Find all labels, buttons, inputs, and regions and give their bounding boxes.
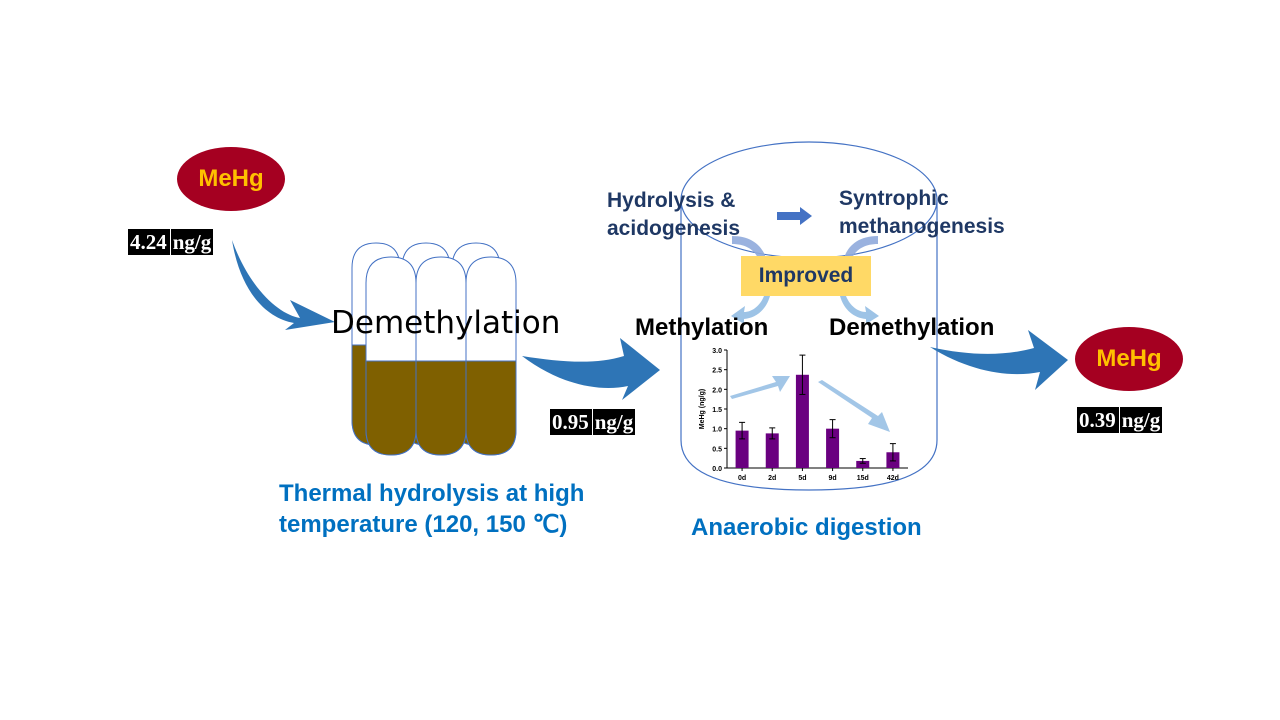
sludge-1 xyxy=(365,360,417,456)
improved-label: Improved xyxy=(758,264,854,287)
mehg-label-start: MeHg xyxy=(198,165,264,192)
flow-arrow-2 xyxy=(522,338,660,400)
stage-arrow xyxy=(777,207,812,225)
stage1-line1: Hydrolysis & xyxy=(607,189,736,212)
y-tick-label: 0.0 xyxy=(712,466,722,473)
stage1-line2: acidogenesis xyxy=(607,217,741,240)
curve-arrow-improved-demethylation xyxy=(840,296,879,324)
hydrolysis-tubes xyxy=(351,242,517,456)
x-tick-label-5d: 5d xyxy=(798,475,806,482)
y-tick-label: 1.0 xyxy=(712,427,722,434)
digester-demethylation-label: Demethylation xyxy=(829,314,995,341)
y-tick-label: 2.5 xyxy=(712,368,722,375)
trend-arrow-down xyxy=(818,380,890,432)
y-axis-label: MeHg (ng/g) xyxy=(699,389,706,429)
conc-unit-thermal: ng/g xyxy=(594,410,634,434)
x-tick-label-42d: 42d xyxy=(887,475,899,482)
mehg-oval-start: MeHg xyxy=(177,147,285,211)
sludge-3 xyxy=(465,360,517,456)
conc-value-start: 4.24 xyxy=(130,230,167,254)
curve-arrow-improved-methylation xyxy=(731,296,770,324)
x-tick-label-9d: 9d xyxy=(828,475,836,482)
y-tick-label: 1.5 xyxy=(712,407,722,414)
conc-value-thermal: 0.95 xyxy=(552,410,589,434)
thermal-caption-line2: temperature (120, 150 ℃) xyxy=(279,511,568,538)
y-tick-label: 2.0 xyxy=(712,387,722,394)
x-tick-label-15d: 15d xyxy=(857,475,869,482)
stage2-line2: methanogenesis xyxy=(839,215,1005,238)
bar-2d xyxy=(765,433,779,468)
conc-unit-end: ng/g xyxy=(1121,408,1161,432)
bar-0d xyxy=(735,430,749,468)
bar-5d xyxy=(795,374,809,468)
y-tick-label: 0.5 xyxy=(712,446,722,453)
stage2-line1: Syntrophic xyxy=(839,187,949,210)
improved-badge: Improved xyxy=(741,256,871,296)
flow-arrow-3 xyxy=(930,330,1068,390)
x-tick-label-0d: 0d xyxy=(738,475,746,482)
bar-9d xyxy=(826,428,840,468)
anaerobic-caption: Anaerobic digestion xyxy=(691,514,922,541)
curve-arrow-stage2-improved xyxy=(844,236,878,258)
bar-15d xyxy=(856,460,870,468)
x-tick-label-2d: 2d xyxy=(768,475,776,482)
conc-value-end: 0.39 xyxy=(1079,408,1116,432)
y-tick-label: 3.0 xyxy=(712,348,722,355)
mehg-oval-end: MeHg xyxy=(1075,327,1183,391)
flow-arrow-1 xyxy=(232,240,335,330)
curve-arrow-stage1-improved xyxy=(732,236,766,258)
trend-arrow-up xyxy=(730,376,790,399)
sludge-2 xyxy=(415,360,467,456)
methylation-label: Methylation xyxy=(635,314,769,341)
conc-unit-start: ng/g xyxy=(172,230,212,254)
thermal-caption-line1: Thermal hydrolysis at high xyxy=(279,480,585,507)
thermal-demethylation-label: Demethylation xyxy=(331,305,561,341)
mehg-label-end: MeHg xyxy=(1096,345,1162,372)
